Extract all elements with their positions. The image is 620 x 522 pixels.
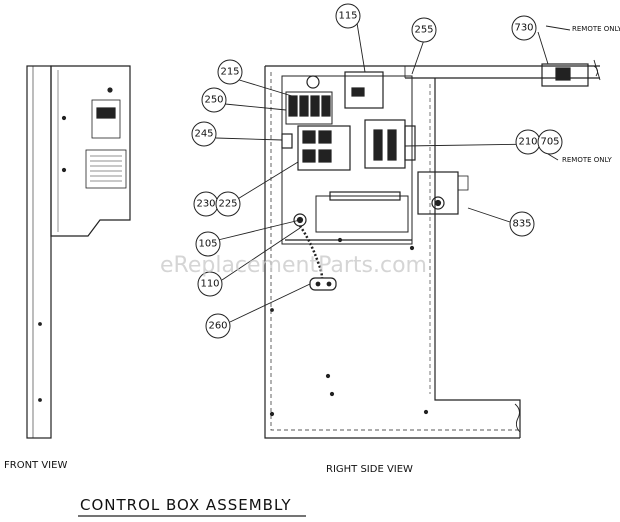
callout-705-label: 705 [540,137,559,148]
callout-835-label: 835 [512,219,531,230]
callout-115: 115 [335,3,361,29]
front-view-label: FRONT VIEW [4,460,67,471]
callout-835: 835 [509,211,535,237]
callout-215-label: 215 [220,67,239,78]
right-side-view-drawing [264,59,601,439]
callout-230-label: 230 [196,199,215,210]
callout-215: 215 [217,59,243,85]
callout-225-label: 225 [218,199,237,210]
callout-260: 260 [205,313,231,339]
callout-105: 105 [195,231,221,257]
callout-245: 245 [191,121,217,147]
callout-730-label: 730 [514,23,533,34]
callout-255: 255 [411,17,437,43]
callout-110: 110 [197,271,223,297]
callout-225: 225 [215,191,241,217]
remote-only-note-top: REMOTE ONLY [572,25,620,33]
callout-110-label: 110 [200,279,219,290]
callout-705: 705 [537,129,563,155]
callouts: 115 255 730 215 250 245 210 705 [191,3,563,339]
callout-730: 730 [511,15,537,41]
callout-250-label: 250 [204,95,223,106]
callout-230: 230 [193,191,219,217]
callout-105-label: 105 [198,239,217,250]
callout-115-label: 115 [338,11,357,22]
remote-only-note-mid: REMOTE ONLY [562,156,612,164]
right-side-view-label: RIGHT SIDE VIEW [326,464,413,475]
callout-250: 250 [201,87,227,113]
page-title: CONTROL BOX ASSEMBLY [80,496,291,514]
callout-210-label: 210 [518,137,537,148]
callout-210: 210 [515,129,541,155]
callout-260-label: 260 [208,321,227,332]
callout-255-label: 255 [414,25,433,36]
callout-245-label: 245 [194,129,213,140]
leader-lines [215,22,571,323]
front-view-drawing [26,65,131,439]
watermark: eReplacementParts.com [160,253,427,278]
